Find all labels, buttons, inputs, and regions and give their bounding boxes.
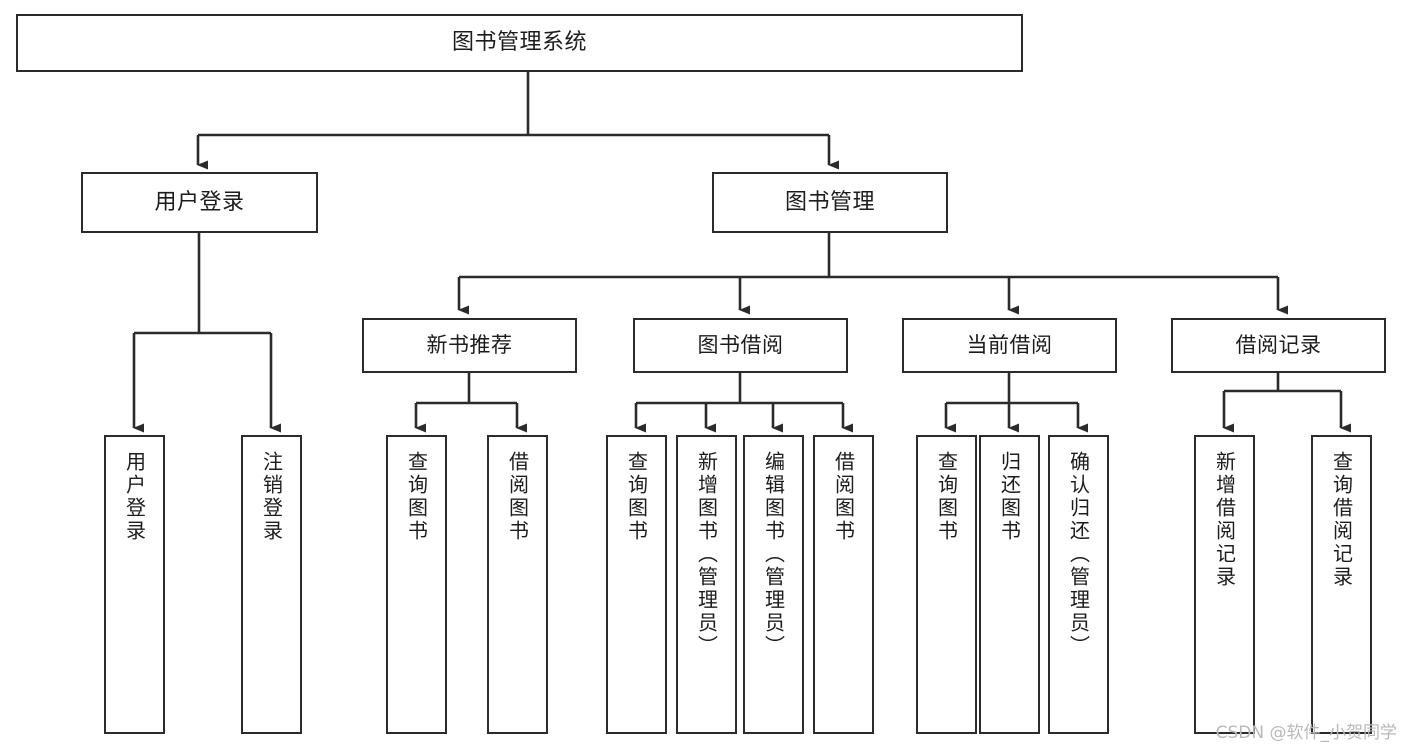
node-label: 用户登录	[122, 451, 147, 543]
node-current-borrow[interactable]: 当前借阅	[902, 318, 1117, 373]
node-leaf-confirm-return[interactable]: 确认归还（管理员）	[1048, 435, 1109, 734]
node-label: 新增借阅记录	[1212, 451, 1237, 589]
node-label: 新书推荐	[426, 333, 513, 358]
node-label: 查询借阅记录	[1329, 451, 1354, 589]
node-root-system[interactable]: 图书管理系统	[16, 14, 1023, 72]
node-label: 归还图书	[997, 451, 1022, 543]
node-label: 借阅记录	[1235, 333, 1322, 358]
node-label: 借阅图书	[831, 451, 856, 543]
node-label: 图书管理	[784, 189, 875, 215]
node-leaf-query-book-2[interactable]: 查询图书	[606, 435, 667, 734]
node-leaf-borrow-book-2[interactable]: 借阅图书	[813, 435, 874, 734]
node-leaf-user-logout[interactable]: 注销登录	[241, 435, 302, 734]
node-label: 图书借阅	[697, 333, 784, 358]
node-label: 新增图书（管理员）	[694, 451, 719, 658]
node-leaf-add-record[interactable]: 新增借阅记录	[1194, 435, 1255, 734]
node-book-management[interactable]: 图书管理	[712, 172, 948, 233]
node-leaf-borrow-book-1[interactable]: 借阅图书	[487, 435, 548, 734]
node-label: 查询图书	[404, 451, 429, 543]
watermark-text: CSDN @软件_小贺同学	[1215, 723, 1397, 743]
node-leaf-query-record[interactable]: 查询借阅记录	[1311, 435, 1372, 734]
node-borrow-record[interactable]: 借阅记录	[1171, 318, 1386, 373]
node-label: 当前借阅	[966, 333, 1053, 358]
node-leaf-query-book-3[interactable]: 查询图书	[916, 435, 977, 734]
node-label: 用户登录	[154, 189, 245, 215]
node-leaf-query-book-1[interactable]: 查询图书	[386, 435, 447, 734]
node-label: 查询图书	[624, 451, 649, 543]
node-label: 借阅图书	[505, 451, 530, 543]
node-leaf-return-book[interactable]: 归还图书	[979, 435, 1040, 734]
node-book-borrow[interactable]: 图书借阅	[633, 318, 848, 373]
node-label: 查询图书	[934, 451, 959, 543]
node-leaf-edit-book[interactable]: 编辑图书（管理员）	[743, 435, 804, 734]
node-user-login[interactable]: 用户登录	[81, 172, 318, 233]
node-label: 图书管理系统	[451, 30, 587, 56]
node-label: 编辑图书（管理员）	[761, 451, 786, 658]
node-leaf-add-book[interactable]: 新增图书（管理员）	[676, 435, 737, 734]
node-label: 注销登录	[259, 451, 284, 543]
node-new-book-recommend[interactable]: 新书推荐	[362, 318, 577, 373]
node-label: 确认归还（管理员）	[1066, 451, 1091, 658]
node-leaf-user-login[interactable]: 用户登录	[104, 435, 165, 734]
